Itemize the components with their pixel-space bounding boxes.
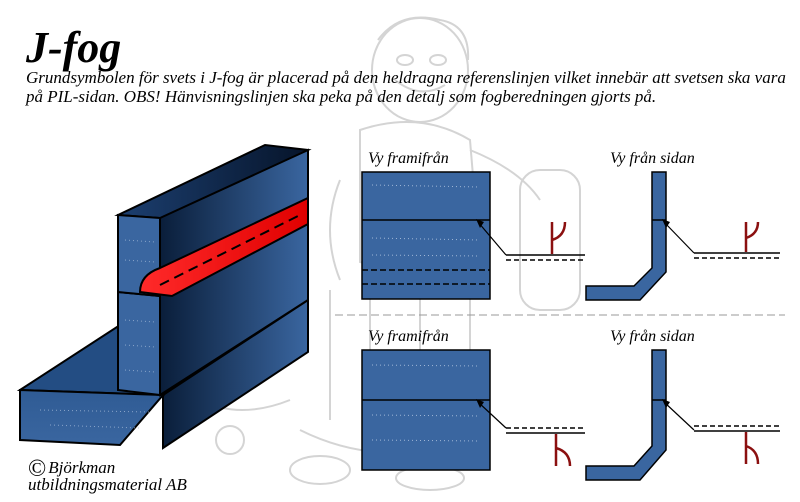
- side-view-bottom: [585, 349, 780, 481]
- j-weld-symbol-front-top: [550, 221, 567, 254]
- j-weld-symbol-front-bottom: [554, 434, 572, 467]
- front-view-top: [361, 171, 585, 300]
- base-plate-front: [19, 388, 166, 447]
- label-front-view-top: Vy framifrån: [368, 150, 449, 167]
- j-weld-groove: [138, 196, 309, 298]
- page-title: J-fog: [26, 23, 122, 72]
- copyright-line-1: Björkman: [48, 458, 116, 477]
- copyright-line-2: utbildningsmaterial AB: [28, 475, 187, 494]
- j-weld-symbol-side-bottom: [744, 432, 760, 465]
- label-front-view-bottom: Vy framifrån: [368, 328, 449, 345]
- description-text: Grundsymbolen för svets i J-fog är place…: [26, 68, 786, 106]
- side-view-top: [585, 171, 780, 301]
- label-side-view-top: Vy från sidan: [610, 150, 695, 167]
- j-weld-symbol-side-top: [744, 221, 760, 252]
- copyright: ©Björkman utbildningsmaterial AB: [28, 457, 187, 494]
- copyright-icon: ©: [28, 456, 47, 482]
- label-side-view-bottom: Vy från sidan: [610, 328, 695, 345]
- front-view-bottom: [361, 349, 585, 471]
